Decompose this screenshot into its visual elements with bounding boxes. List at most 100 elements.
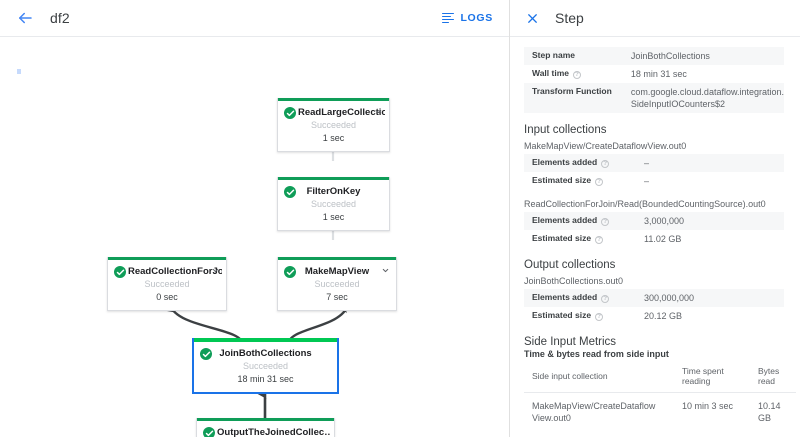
table-row: Estimated size? 20.12 GB xyxy=(524,307,784,325)
node-title: FilterOnKey xyxy=(306,186,361,197)
arrow-left-icon[interactable] xyxy=(14,7,36,29)
graph-node-output-the-joined-collection[interactable]: OutputTheJoinedCollec… Succeeded 18 sec xyxy=(196,418,335,437)
logs-button-label: LOGS xyxy=(460,12,493,24)
node-status-bar xyxy=(278,98,389,101)
node-title: JoinBothCollections xyxy=(219,348,312,359)
node-status: Succeeded xyxy=(310,120,357,130)
table-row: Step name JoinBothCollections xyxy=(524,47,784,65)
table-row: Estimated size? 11.02 GB xyxy=(524,230,784,248)
graph-node-read-large-collection[interactable]: ReadLargeCollectionFr… Succeeded 1 sec xyxy=(277,98,390,152)
cell-bytes-read: 10.14 GB xyxy=(758,401,781,423)
output-collections-heading: Output collections xyxy=(524,259,616,271)
node-status-bar xyxy=(194,338,337,342)
spacer xyxy=(510,190,800,199)
property-value: 3,000,000 xyxy=(644,216,685,226)
property-key-label: Elements added xyxy=(532,157,598,167)
node-time: 0 sec xyxy=(156,292,178,302)
table-row: Elements added? 300,000,000 xyxy=(524,289,784,307)
graph-node-join-both-collections[interactable]: JoinBothCollections Succeeded 18 min 31 … xyxy=(192,338,339,394)
node-status-bar xyxy=(108,257,226,260)
property-key: Elements added? xyxy=(524,212,636,230)
property-key: Elements added? xyxy=(524,154,636,172)
property-key: Transform Function xyxy=(524,83,623,113)
help-icon[interactable]: ? xyxy=(601,218,610,226)
property-key: Step name xyxy=(524,47,623,65)
property-key-label: Elements added xyxy=(532,292,598,302)
collection-name: MakeMapView/CreateDataflowView.out0 xyxy=(524,141,687,151)
node-time: 1 sec xyxy=(322,212,345,222)
column-header-side-input-collection: Side input collection xyxy=(524,363,674,393)
node-status-bar xyxy=(278,177,389,180)
node-title: ReadLargeCollectionFr… xyxy=(298,107,385,118)
cell-side-input-collection: MakeMapView/CreateDataflow View.out0 xyxy=(532,401,656,423)
graph-node-read-collection-for-join[interactable]: ReadCollectionForJoin Succeeded 0 sec xyxy=(107,257,227,311)
table-row: Wall time? 18 min 31 sec xyxy=(524,65,784,83)
property-key-label: Elements added xyxy=(532,215,598,225)
property-value: 300,000,000 xyxy=(644,293,695,303)
help-icon[interactable]: ? xyxy=(601,160,610,168)
success-check-icon xyxy=(203,427,215,437)
node-title: MakeMapView xyxy=(304,266,370,277)
chevron-down-icon[interactable] xyxy=(373,106,383,116)
node-title: ReadCollectionForJoin xyxy=(128,266,222,277)
property-value: com.google.cloud.dataflow.integration. S… xyxy=(630,87,784,109)
help-icon[interactable]: ? xyxy=(601,295,610,303)
table-row: MakeMapView/CreateDataflow View.out0 10 … xyxy=(524,393,796,429)
property-key-label: Estimated size xyxy=(532,310,592,320)
output-collection-0-table: Elements added? 300,000,000 Estimated si… xyxy=(524,289,784,325)
input-collections-heading: Input collections xyxy=(524,124,607,136)
success-check-icon xyxy=(200,348,212,360)
success-check-icon xyxy=(284,107,296,119)
table-row: Transform Function com.google.cloud.data… xyxy=(524,83,784,113)
logs-icon xyxy=(442,12,455,24)
job-graph-pane: df2 LOGS xyxy=(0,0,510,437)
chevron-down-icon[interactable] xyxy=(210,265,220,275)
cell-time-spent-reading: 10 min 3 sec xyxy=(682,401,734,411)
node-status: Succeeded xyxy=(314,279,360,289)
step-details-panel: Step Step name JoinBothCollections Wall … xyxy=(510,0,800,437)
table-row: Elements added? 3,000,000 xyxy=(524,212,784,230)
success-check-icon xyxy=(284,186,296,198)
property-value: – xyxy=(644,176,650,186)
help-icon[interactable]: ? xyxy=(595,178,604,186)
step-panel-body: Step name JoinBothCollections Wall time?… xyxy=(510,37,800,437)
page-title: df2 xyxy=(50,10,70,26)
graph-node-make-map-view[interactable]: MakeMapView Succeeded 7 sec xyxy=(277,257,397,311)
step-panel-header: Step xyxy=(510,0,800,37)
property-value: 18 min 31 sec xyxy=(630,69,687,79)
canvas-marker xyxy=(17,69,21,74)
column-header-bytes-read: Bytes read xyxy=(750,363,796,393)
node-status: Succeeded xyxy=(144,279,190,289)
close-icon[interactable] xyxy=(523,9,541,27)
help-icon[interactable]: ? xyxy=(573,71,581,79)
node-title: OutputTheJoinedCollec… xyxy=(217,427,330,437)
property-key: Estimated size? xyxy=(524,172,636,190)
graph-canvas[interactable]: ReadLargeCollectionFr… Succeeded 1 sec F… xyxy=(0,37,509,437)
node-time: 18 min 31 sec xyxy=(237,374,294,384)
side-input-metrics-subheading: Time & bytes read from side input xyxy=(524,349,669,359)
node-status-bar xyxy=(197,418,334,421)
property-key-label: Transform Function xyxy=(532,86,612,96)
table-header-row: Side input collection Time spent reading… xyxy=(524,363,796,393)
help-icon[interactable]: ? xyxy=(595,236,604,244)
step-panel-title: Step xyxy=(555,10,584,26)
chevron-down-icon[interactable] xyxy=(380,265,390,275)
step-properties-table: Step name JoinBothCollections Wall time?… xyxy=(524,47,784,113)
property-key-label: Estimated size xyxy=(532,175,592,185)
collection-name: ReadCollectionForJoin/Read(BoundedCounti… xyxy=(524,199,766,209)
property-value: 20.12 GB xyxy=(644,311,683,321)
input-collection-1-table: Elements added? 3,000,000 Estimated size… xyxy=(524,212,784,248)
node-time: 1 sec xyxy=(322,133,345,143)
table-row: Elements added? – xyxy=(524,154,784,172)
side-input-metrics-heading: Side Input Metrics xyxy=(524,336,617,348)
graph-node-filter-on-key[interactable]: FilterOnKey Succeeded 1 sec xyxy=(277,177,390,231)
property-value: – xyxy=(644,158,650,168)
help-icon[interactable]: ? xyxy=(595,313,604,321)
property-key: Estimated size? xyxy=(524,307,636,325)
node-status: Succeeded xyxy=(310,199,357,209)
success-check-icon xyxy=(114,266,126,278)
collection-name: JoinBothCollections.out0 xyxy=(524,276,624,286)
property-key: Estimated size? xyxy=(524,230,636,248)
logs-button[interactable]: LOGS xyxy=(442,12,493,24)
node-status: Succeeded xyxy=(242,361,289,371)
